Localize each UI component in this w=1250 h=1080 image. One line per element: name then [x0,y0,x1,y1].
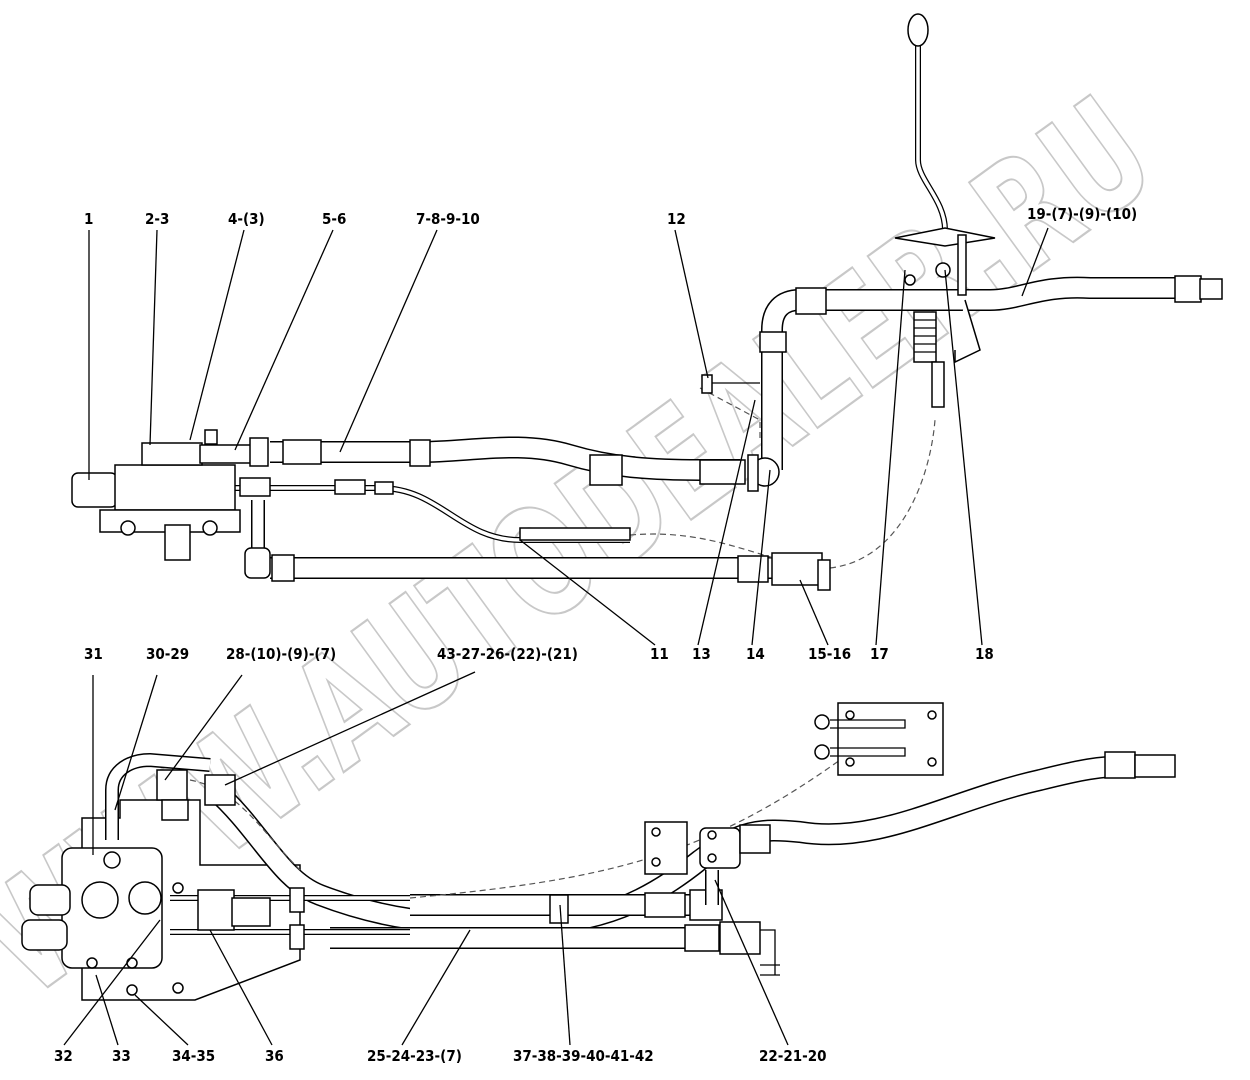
label-22-21-20: 22-21-20 [759,1047,827,1065]
top-assembly [71,13,1223,591]
label-36: 36 [265,1047,284,1065]
label-5-6: 5-6 [322,210,346,228]
label-33: 33 [112,1047,131,1065]
label-34-35: 34-35 [172,1047,215,1065]
bottom-leaders [63,671,789,1046]
label-32: 32 [54,1047,73,1065]
label-13: 13 [692,645,711,663]
label-2-3: 2-3 [145,210,169,228]
label-1: 1 [84,210,93,228]
label-15-16: 15-16 [808,645,851,663]
top-labels: 1 2-3 4-(3) 5-6 7-8-9-10 12 19-(7)-(9)-(… [84,205,1137,663]
label-43-27-26-22-21: 43-27-26-(22)-(21) [437,645,578,663]
label-31: 31 [84,645,103,663]
label-19-7-9-10: 19-(7)-(9)-(10) [1027,205,1137,223]
label-28-10-9-7: 28-(10)-(9)-(7) [226,645,336,663]
label-7-8-9-10: 7-8-9-10 [416,210,480,228]
label-11: 11 [650,645,669,663]
label-17: 17 [870,645,889,663]
top-leaders [88,227,1049,646]
label-14: 14 [746,645,765,663]
label-25-24-23-7: 25-24-23-(7) [367,1047,462,1065]
bottom-labels: 31 30-29 28-(10)-(9)-(7) 43-27-26-(22)-(… [54,645,827,1065]
label-4-3: 4-(3) [228,210,265,228]
label-18: 18 [975,645,994,663]
label-30-29: 30-29 [146,645,189,663]
label-37-42: 37-38-39-40-41-42 [513,1047,654,1065]
label-12: 12 [667,210,686,228]
